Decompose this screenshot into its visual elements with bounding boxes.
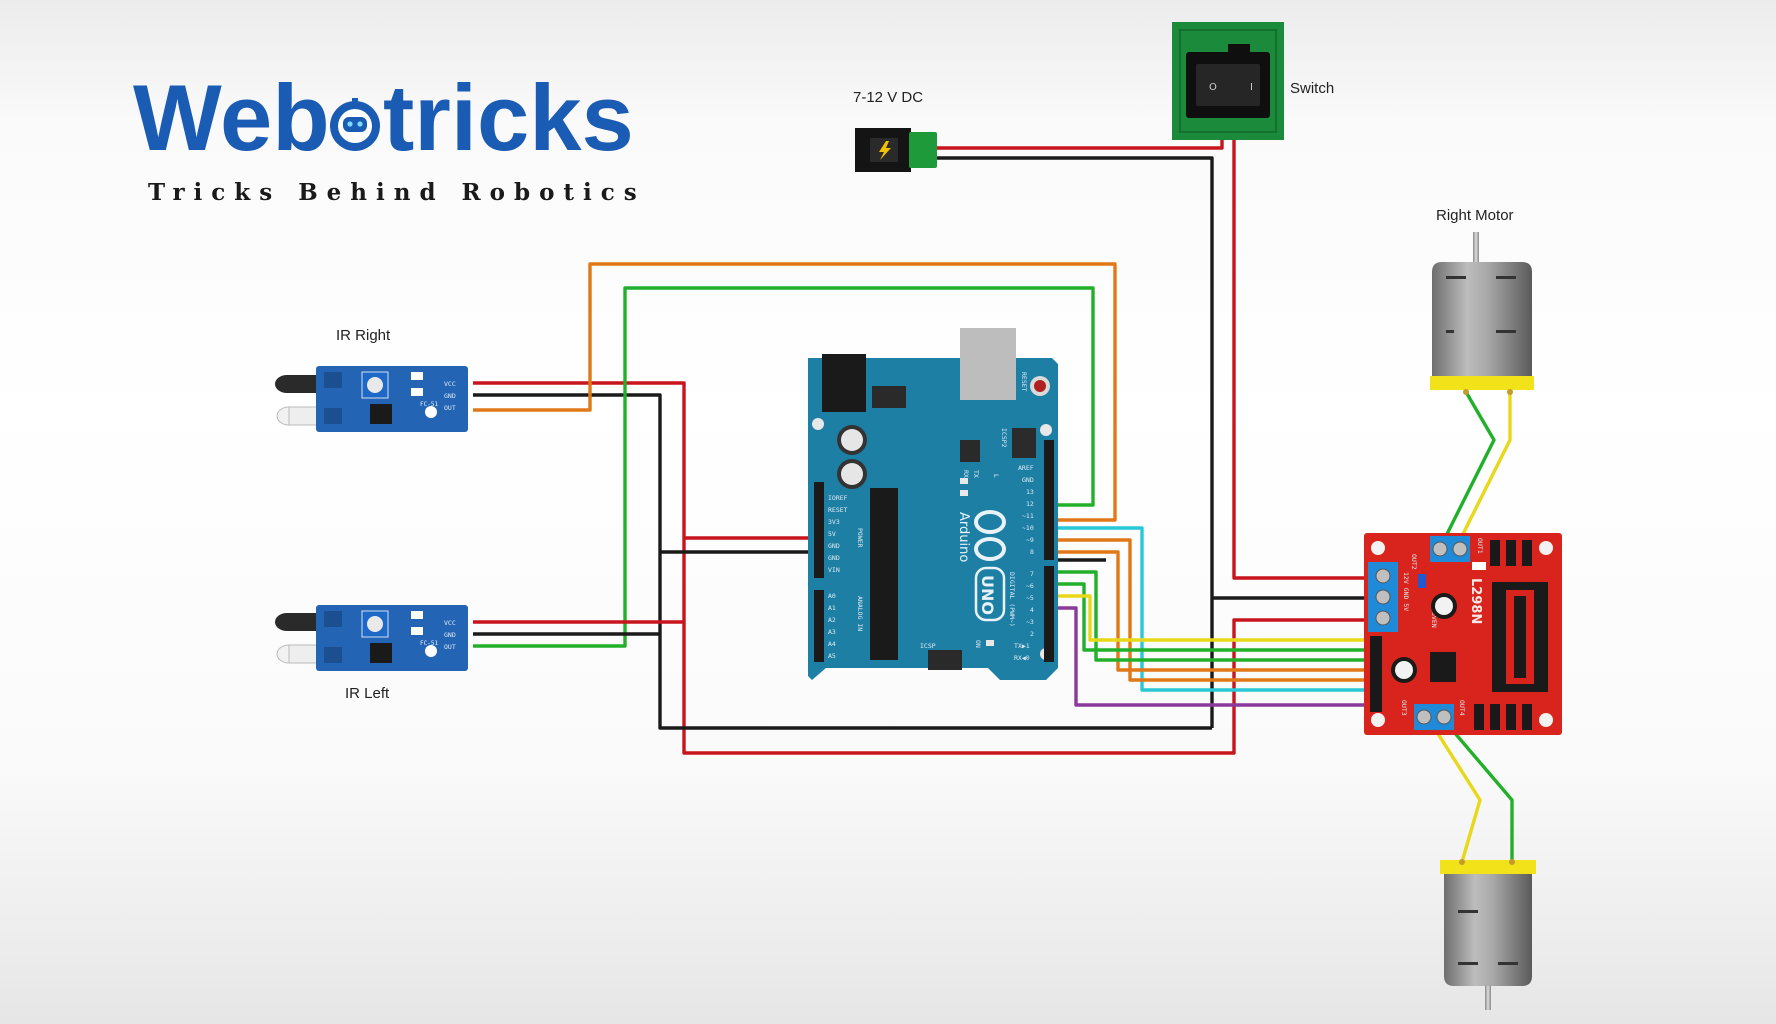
ir-sensor-right: IR Right FC-51 VCC GND OUT [275, 327, 468, 432]
ir-sensor-left: IR Left FC-51 VCC GND OUT [275, 605, 468, 702]
ir-left-pin-gnd: GND [444, 631, 456, 639]
icsp2-label: ICSP2 [1000, 428, 1008, 448]
power-pins-label: 12V GND 5V [1402, 572, 1410, 611]
wires [473, 133, 1514, 863]
left-motor [1440, 859, 1536, 1010]
pin-3v3: 3V3 [828, 518, 840, 526]
pin-tx1: TX▶1 [1014, 642, 1030, 650]
pin-13: 13 [1026, 488, 1034, 496]
analog-header-labels: A0 A1 A2 A3 A4 A5 [828, 592, 836, 660]
out3-label: OUT3 [1400, 700, 1408, 716]
heatsink-fins [1474, 540, 1532, 730]
pin-12: 12 [1026, 500, 1034, 508]
pin-aref: AREF [1018, 464, 1034, 472]
digital-header-labels: AREF GND 13 12 ~11 ~10 ~9 8 7 ~6 ~5 4 ~3… [1014, 464, 1034, 662]
pin-rx0: RX◀0 [1014, 654, 1030, 662]
pin-9: ~9 [1026, 536, 1034, 544]
ir-right-chip-label: FC-51 [420, 401, 438, 408]
l298n-motor-driver: OUT2 OUT1 OUT3 OUT4 12V GND 5V 5VEN L298… [1364, 533, 1562, 735]
usb-port [960, 328, 1016, 400]
switch-off-mark: O [1209, 82, 1217, 93]
uno-label: UNO [978, 575, 997, 615]
on-label: ON [974, 640, 982, 648]
logo-word-left: Web [133, 65, 330, 170]
digital-header-title: DIGITAL (PWM~) [1008, 572, 1016, 627]
pin-ioref: IOREF [828, 494, 848, 502]
icsp-label: ICSP [920, 642, 936, 650]
pin-8: 8 [1030, 548, 1034, 556]
pin-2: 2 [1030, 630, 1034, 638]
en-label: 5VEN [1430, 612, 1438, 628]
out1-label: OUT1 [1476, 538, 1484, 554]
pin-a0: A0 [828, 592, 836, 600]
pin-5: ~5 [1026, 594, 1034, 602]
rx-label: RX [962, 470, 970, 478]
arduino-uno-board: RESET ICSP2 TX RX L Arduino UNO ICSP ON … [808, 328, 1058, 680]
pin-gnd-1: GND [828, 542, 840, 550]
ir-right-pin-vcc: VCC [444, 380, 456, 388]
right-motor-label: Right Motor [1436, 207, 1514, 224]
reset-button [1034, 380, 1046, 392]
pin-11: ~11 [1022, 512, 1034, 520]
power-header-labels: IOREF RESET 3V3 5V GND GND VIN [828, 494, 848, 574]
pin-vin: VIN [828, 566, 840, 574]
switch-on-mark: I [1250, 82, 1253, 93]
l298n-label: L298N [1468, 578, 1483, 624]
robot-head-icon [330, 98, 380, 151]
reset-label: RESET [1020, 372, 1028, 392]
pin-gnd-d: GND [1022, 476, 1034, 484]
dc-barrel-socket [822, 354, 866, 412]
ir-right-label: IR Right [336, 327, 391, 344]
power-label: 7-12 V DC [853, 89, 923, 106]
power-switch: O I Switch [1172, 22, 1334, 140]
ir-right-pin-out: OUT [444, 404, 456, 412]
ir-left-label: IR Left [345, 685, 390, 702]
analog-header-title: ANALOG IN [856, 596, 864, 631]
arduino-infinity-icon [974, 510, 1006, 561]
atmega-chip [870, 488, 898, 660]
pin-reset: RESET [828, 506, 848, 514]
pin-10: ~10 [1022, 524, 1034, 532]
pin-a5: A5 [828, 652, 836, 660]
out2-label: OUT2 [1410, 554, 1418, 570]
pin-7: 7 [1030, 570, 1034, 578]
l-led-label: L [992, 474, 1000, 478]
pin-a3: A3 [828, 628, 836, 636]
pin-5v: 5V [828, 530, 836, 538]
ir-right-pin-gnd: GND [444, 392, 456, 400]
pin-6: ~6 [1026, 582, 1034, 590]
pin-a1: A1 [828, 604, 836, 612]
ir-left-pin-vcc: VCC [444, 619, 456, 627]
out4-label: OUT4 [1458, 700, 1466, 716]
logo-tagline: Tricks Behind Robotics [148, 179, 646, 206]
pin-a2: A2 [828, 616, 836, 624]
logo-word-right: tricks [383, 65, 634, 170]
dc-power-jack: 7-12 V DC [853, 89, 937, 172]
switch-label: Switch [1290, 80, 1334, 97]
ir-left-pin-out: OUT [444, 643, 456, 651]
tx-label: TX [972, 470, 980, 478]
webotricks-logo: Web tricks Tricks Behind Robotics [133, 65, 646, 206]
pin-3: ~3 [1026, 618, 1034, 626]
pin-gnd-2: GND [828, 554, 840, 562]
right-motor: Right Motor [1430, 207, 1534, 395]
power-header-title: POWER [856, 528, 864, 548]
pin-a4: A4 [828, 640, 836, 648]
arduino-brand: Arduino [956, 512, 971, 562]
ir-left-chip-label: FC-51 [420, 640, 438, 647]
pin-4: 4 [1030, 606, 1034, 614]
lightning-icon [879, 141, 891, 160]
